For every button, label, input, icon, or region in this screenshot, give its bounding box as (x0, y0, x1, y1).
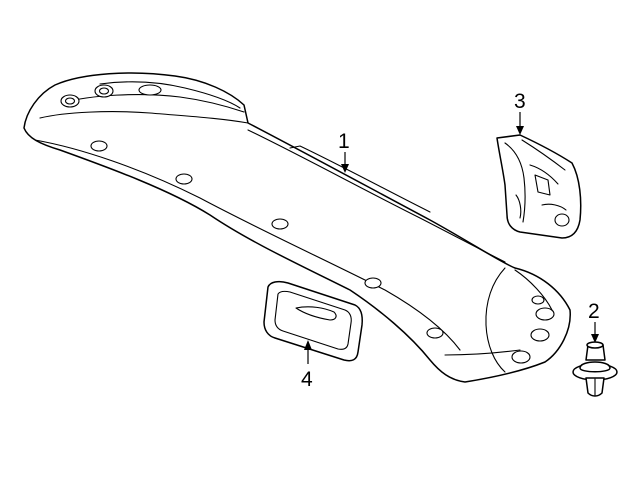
leader-lines (304, 112, 599, 364)
callout-2: 2 (588, 300, 600, 323)
part-3-bracket (496, 134, 582, 239)
callout-4: 4 (301, 368, 313, 391)
callout-3: 3 (514, 90, 526, 113)
part-4-trim-ring (263, 280, 363, 362)
arrowhead-1 (341, 164, 349, 173)
arrowhead-3 (516, 126, 524, 135)
arrowhead-4 (304, 340, 312, 350)
arrowhead-2 (591, 334, 599, 343)
part-2-push-pin-fastener (572, 341, 618, 397)
part-1-trim-panel (23, 72, 571, 383)
callout-1: 1 (338, 130, 350, 153)
